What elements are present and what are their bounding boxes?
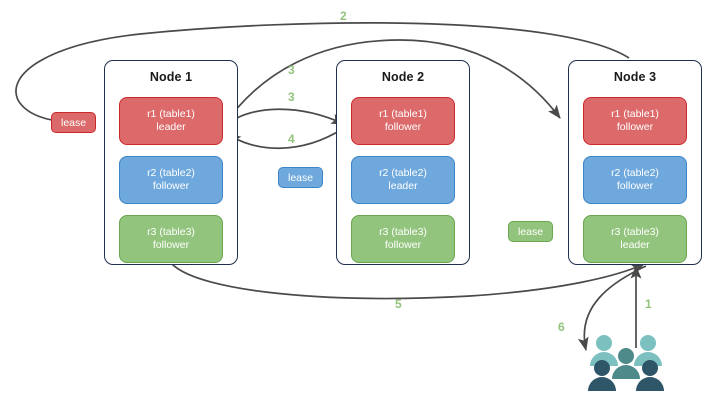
step-label-4: 4 — [288, 132, 295, 146]
replica-text: r3 (table3)leader — [611, 226, 659, 251]
replica-text: r1 (table1)follower — [379, 108, 427, 133]
step-label-3b: 3 — [288, 90, 295, 104]
replica-r2[interactable]: r2 (table2)follower — [119, 156, 223, 204]
replica-r3[interactable]: r3 (table3)follower — [119, 215, 223, 263]
step-label-6: 6 — [558, 320, 565, 334]
node-title: Node 1 — [149, 70, 193, 84]
replica-r2[interactable]: r2 (table2)leader — [351, 156, 455, 204]
node-title: Node 3 — [613, 70, 657, 84]
replica-r1[interactable]: r1 (table1)follower — [583, 97, 687, 145]
users-group-icon — [588, 335, 664, 391]
step-label-1: 1 — [645, 297, 652, 311]
replica-text: r2 (table2)leader — [379, 167, 427, 192]
replica-r1[interactable]: r1 (table1)follower — [351, 97, 455, 145]
replica-text: r1 (table1)follower — [611, 108, 659, 133]
replica-text: r2 (table2)follower — [611, 167, 659, 192]
node-card-3[interactable]: Node 3 r1 (table1)follower r2 (table2)fo… — [568, 60, 702, 265]
arrow-step-2 — [15, 22, 630, 127]
replica-text: r2 (table2)follower — [147, 167, 195, 192]
replica-text: r1 (table1)leader — [147, 108, 195, 133]
arrow-step-4 — [227, 127, 345, 150]
replica-r1[interactable]: r1 (table1)leader — [119, 97, 223, 145]
node-card-1[interactable]: Node 1 r1 (table1)leader r2 (table2)foll… — [104, 60, 238, 265]
replica-r3[interactable]: r3 (table3)follower — [351, 215, 455, 263]
lease-badge-r1[interactable]: lease — [51, 112, 97, 133]
replica-text: r3 (table3)follower — [379, 226, 427, 251]
lease-badge-r2[interactable]: lease — [278, 167, 324, 188]
arrow-step-6 — [577, 265, 647, 351]
replica-text: r3 (table3)follower — [147, 226, 195, 251]
replica-r2[interactable]: r2 (table2)follower — [583, 156, 687, 204]
step-label-2: 2 — [340, 9, 347, 23]
arrow-step-5 — [171, 263, 645, 300]
arrow-step-3-to-node3 — [221, 39, 561, 129]
lease-badge-r3[interactable]: lease — [508, 221, 554, 242]
node-title: Node 2 — [381, 70, 425, 84]
step-label-3a: 3 — [288, 63, 295, 77]
arrow-step-3-to-node2 — [223, 108, 345, 127]
node-card-2[interactable]: Node 2 r1 (table1)follower r2 (table2)le… — [336, 60, 470, 265]
replica-r3[interactable]: r3 (table3)leader — [583, 215, 687, 263]
step-label-5: 5 — [395, 297, 402, 311]
